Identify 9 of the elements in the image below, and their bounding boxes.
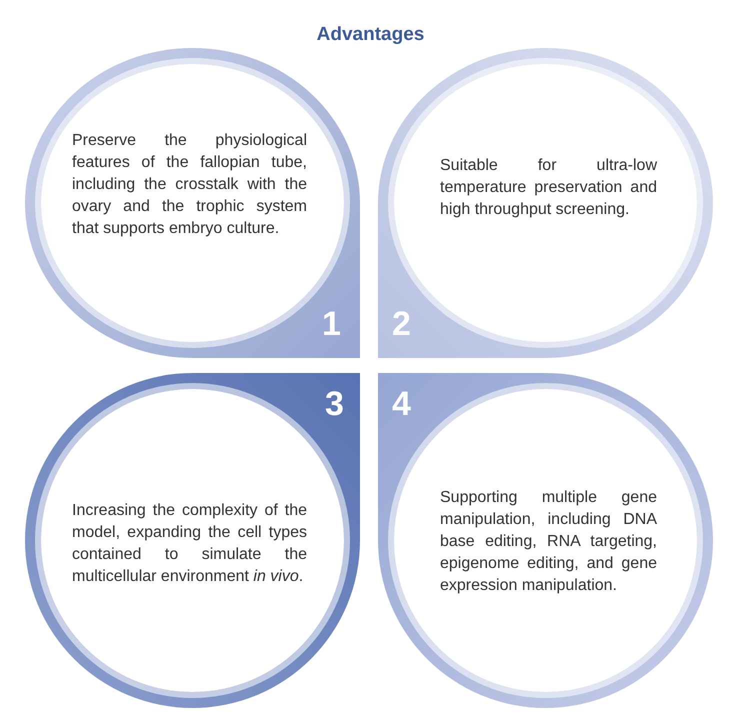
step-number: 1 xyxy=(322,305,341,344)
advantage-text: Increasing the complexity of the model, expanding the cell types contained to simulate the multicellular environment in vivo. xyxy=(72,501,307,587)
step-number: 2 xyxy=(392,305,411,344)
step-number: 4 xyxy=(392,385,411,424)
advantage-text: Preserve the physiological features of the fallopian tube, including the crosstalk with the ovary and the trophic system that supports embryo culture. xyxy=(72,131,307,239)
diagram-title: Advantages xyxy=(316,24,426,46)
advantage-text: Suitable for ultra-low temperature preservation and high throughput screening. xyxy=(440,156,657,220)
step-number: 3 xyxy=(325,385,344,424)
advantage-text: Supporting multiple gene manipulation, including DNA base editing, RNA targeting, epigenome editing, and gene expression manipulation. xyxy=(440,488,657,596)
